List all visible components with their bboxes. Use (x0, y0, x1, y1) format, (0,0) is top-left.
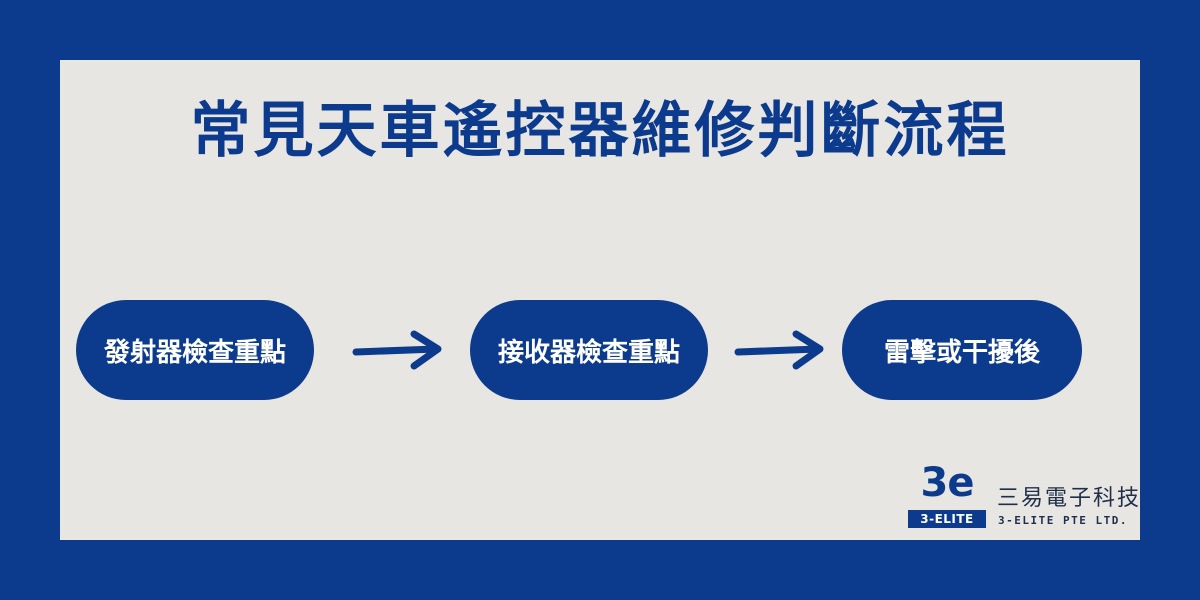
arrow-right-icon (352, 330, 442, 370)
logo-band-text: 3-ELITE (908, 510, 986, 528)
step-transmitter-check: 發射器檢查重點 (76, 300, 314, 400)
step-receiver-check: 接收器檢查重點 (470, 300, 708, 400)
logo-mark-text: 3e (920, 460, 975, 506)
company-name-chinese: 三易電子科技 (997, 486, 1142, 511)
arrow-right-icon (734, 330, 824, 370)
step-after-lightning-or-interference: 雷擊或干擾後 (842, 300, 1082, 400)
company-name-english: 3-ELITE PTE LTD. (998, 514, 1128, 527)
company-logo: 3e 3-ELITE (908, 460, 986, 528)
page-title: 常見天車遙控器維修判斷流程 (190, 96, 1010, 166)
